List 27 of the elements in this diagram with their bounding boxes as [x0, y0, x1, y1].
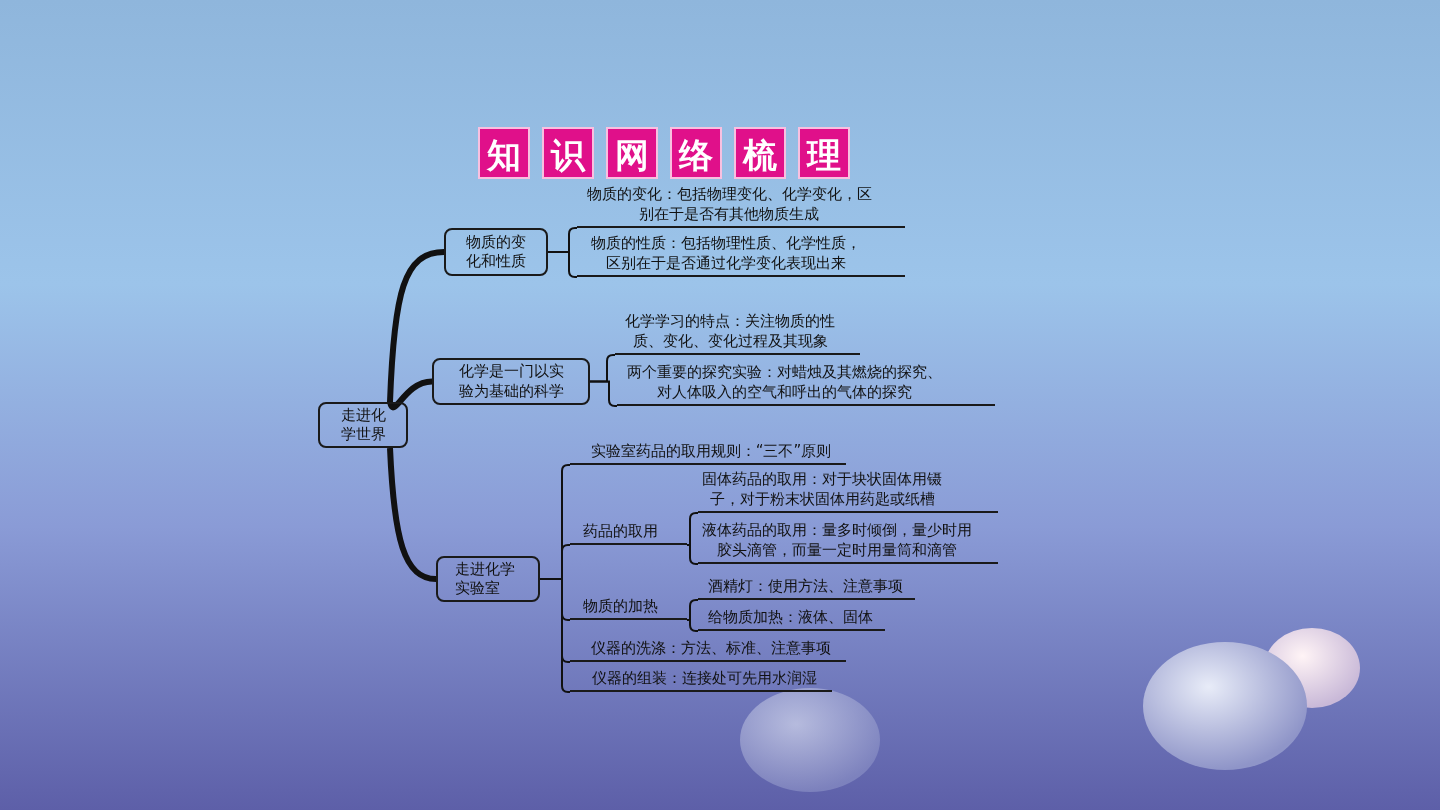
underlined-text: 固体药品的取用：对于块状固体用镊子，对于粉末状固体用药匙或纸槽	[698, 470, 998, 513]
underlined-text: 物质的加热	[570, 592, 687, 620]
underlined-text: 化学学习的特点：关注物质的性质、变化、变化过程及其现象	[615, 312, 860, 355]
topic-box: 物质的变化和性质	[444, 228, 548, 276]
connector-line	[589, 380, 618, 407]
connector-line	[539, 578, 571, 693]
underlined-text: 两个重要的探究实验：对蜡烛及其燃烧的探究、对人体吸入的空气和呼出的气体的探究	[617, 362, 995, 406]
topic-box: 走进化学世界	[318, 402, 408, 448]
connector-line	[686, 544, 699, 565]
connector-line	[686, 512, 699, 546]
underlined-text: 药品的取用	[570, 515, 687, 545]
underlined-text: 仪器的洗涤：方法、标准、注意事项	[570, 637, 846, 662]
underlined-text: 仪器的组装：连接处可先用水润湿	[570, 667, 832, 692]
connector-line	[387, 249, 445, 403]
underlined-text: 给物质加热：液体、固体	[698, 604, 885, 631]
topic-box: 走进化学实验室	[436, 556, 540, 602]
underlined-text: 物质的性质：包括物理性质、化学性质，区别在于是否通过化学变化表现出来	[577, 230, 905, 277]
connector-line	[547, 251, 578, 278]
topic-box: 化学是一门以实验为基础的科学	[432, 358, 590, 405]
connector-line	[387, 378, 433, 410]
underlined-text: 液体药品的取用：量多时倾倒，量少时用胶头滴管，而量一定时用量筒和滴管	[698, 517, 998, 564]
underlined-text: 物质的变化：包括物理变化、化学变化，区别在于是否有其他物质生成	[577, 184, 905, 228]
connector-line	[686, 619, 699, 632]
underlined-text: 实验室药品的取用规则：“三不”原则	[570, 440, 846, 465]
underlined-text: 酒精灯：使用方法、注意事项	[698, 574, 915, 600]
title: 知识网络梳理	[478, 127, 862, 179]
connector-line	[686, 599, 699, 621]
